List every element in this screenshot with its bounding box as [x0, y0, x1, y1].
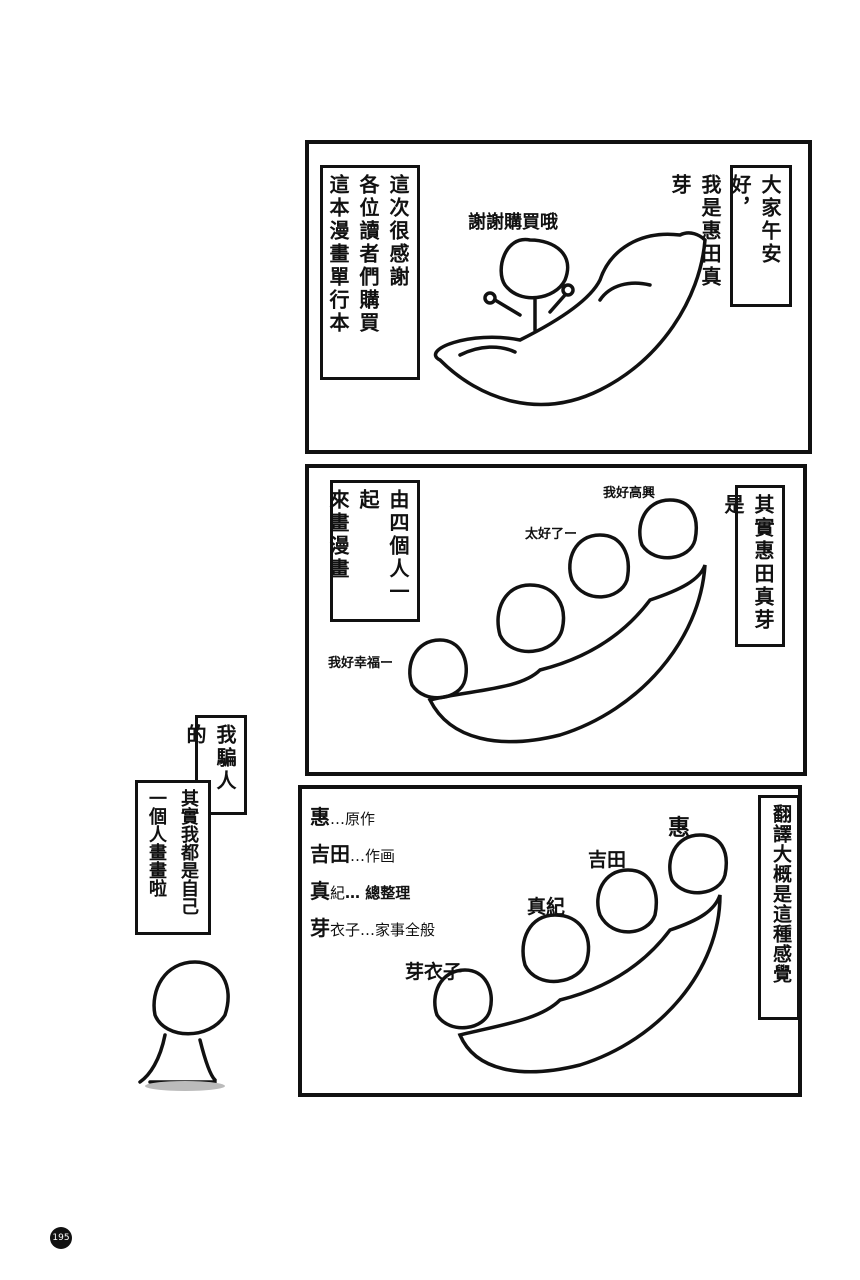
narration-line: 其實惠田真芽是	[721, 494, 775, 632]
speech-label: 我好高興	[603, 486, 656, 501]
credit-name: 真	[310, 879, 330, 903]
credit-role: …作画	[350, 847, 396, 865]
narration-box: 翻譯大概是這種感覺	[758, 795, 800, 1020]
credit-role: … 總整理	[345, 884, 411, 902]
cloud-drawing	[433, 231, 707, 407]
character-drawing	[568, 533, 630, 599]
character-drawing	[496, 583, 566, 653]
credit-item: 真紀… 總整理	[310, 874, 435, 911]
character-label: 芽衣子	[405, 961, 463, 983]
narration-line: 大家午安好，	[728, 174, 782, 266]
credit-item: 芽衣子…家事全般	[310, 911, 435, 948]
credit-item: 吉田…作画	[310, 837, 435, 874]
side-line: 我騙人的	[183, 724, 237, 793]
credit-role: …原作	[330, 810, 376, 828]
page-number: 195	[50, 1227, 72, 1249]
narration-line: 我是惠田真芽	[668, 174, 722, 289]
credits-list: 惠…原作 吉田…作画 真紀… 總整理 芽衣子…家事全般	[310, 800, 435, 948]
narration-box: 大家午安好， 我是惠田真芽	[668, 165, 792, 307]
panel-3	[298, 785, 802, 1097]
side-box: 其實我都是自己 一個人畫畫啦	[135, 780, 211, 935]
character-label: 惠	[668, 816, 691, 841]
character-label: 真紀	[527, 896, 566, 918]
narration-box: 由四個人一起 來畫漫畫	[326, 480, 420, 622]
narration-line: 這次很感謝	[386, 174, 410, 289]
credit-item: 惠…原作	[310, 800, 435, 837]
sitting-character-drawing	[152, 960, 230, 1036]
side-line: 一個人畫畫啦	[146, 789, 167, 897]
speech-label: 謝謝購買哦	[468, 212, 558, 233]
narration-box: 其實惠田真芽是	[721, 485, 785, 647]
narration-line: 這本漫畫單行本	[326, 174, 350, 335]
cloud-drawing	[427, 564, 707, 744]
credit-name-rest: 衣子	[330, 921, 361, 939]
character-drawing	[668, 833, 728, 895]
speech-label: 太好了ー	[525, 527, 578, 542]
credit-name: 吉田	[310, 842, 350, 866]
character-drawing	[408, 638, 468, 700]
character-drawing	[499, 237, 570, 300]
credit-role: …家事全般	[360, 921, 436, 939]
character-drawing	[433, 968, 493, 1030]
credit-name: 芽	[310, 916, 330, 940]
character-drawing	[596, 868, 658, 934]
narration-line: 各位讀者們購買	[356, 174, 380, 335]
character-drawing	[638, 498, 698, 560]
character-drawing	[521, 913, 591, 983]
credit-name: 惠	[310, 805, 330, 829]
cloud-drawing	[457, 894, 722, 1074]
narration-line: 翻譯大概是這種感覺	[770, 804, 792, 984]
narration-box: 這次很感謝 各位讀者們購買 這本漫畫單行本	[320, 165, 420, 380]
side-line: 其實我都是自己	[178, 789, 199, 915]
narration-line: 來畫漫畫	[326, 489, 350, 581]
character-label: 吉田	[588, 849, 627, 871]
credit-name-rest: 紀	[330, 884, 346, 902]
narration-line: 由四個人一起	[356, 489, 410, 604]
speech-label: 我好幸福ー	[328, 656, 394, 671]
